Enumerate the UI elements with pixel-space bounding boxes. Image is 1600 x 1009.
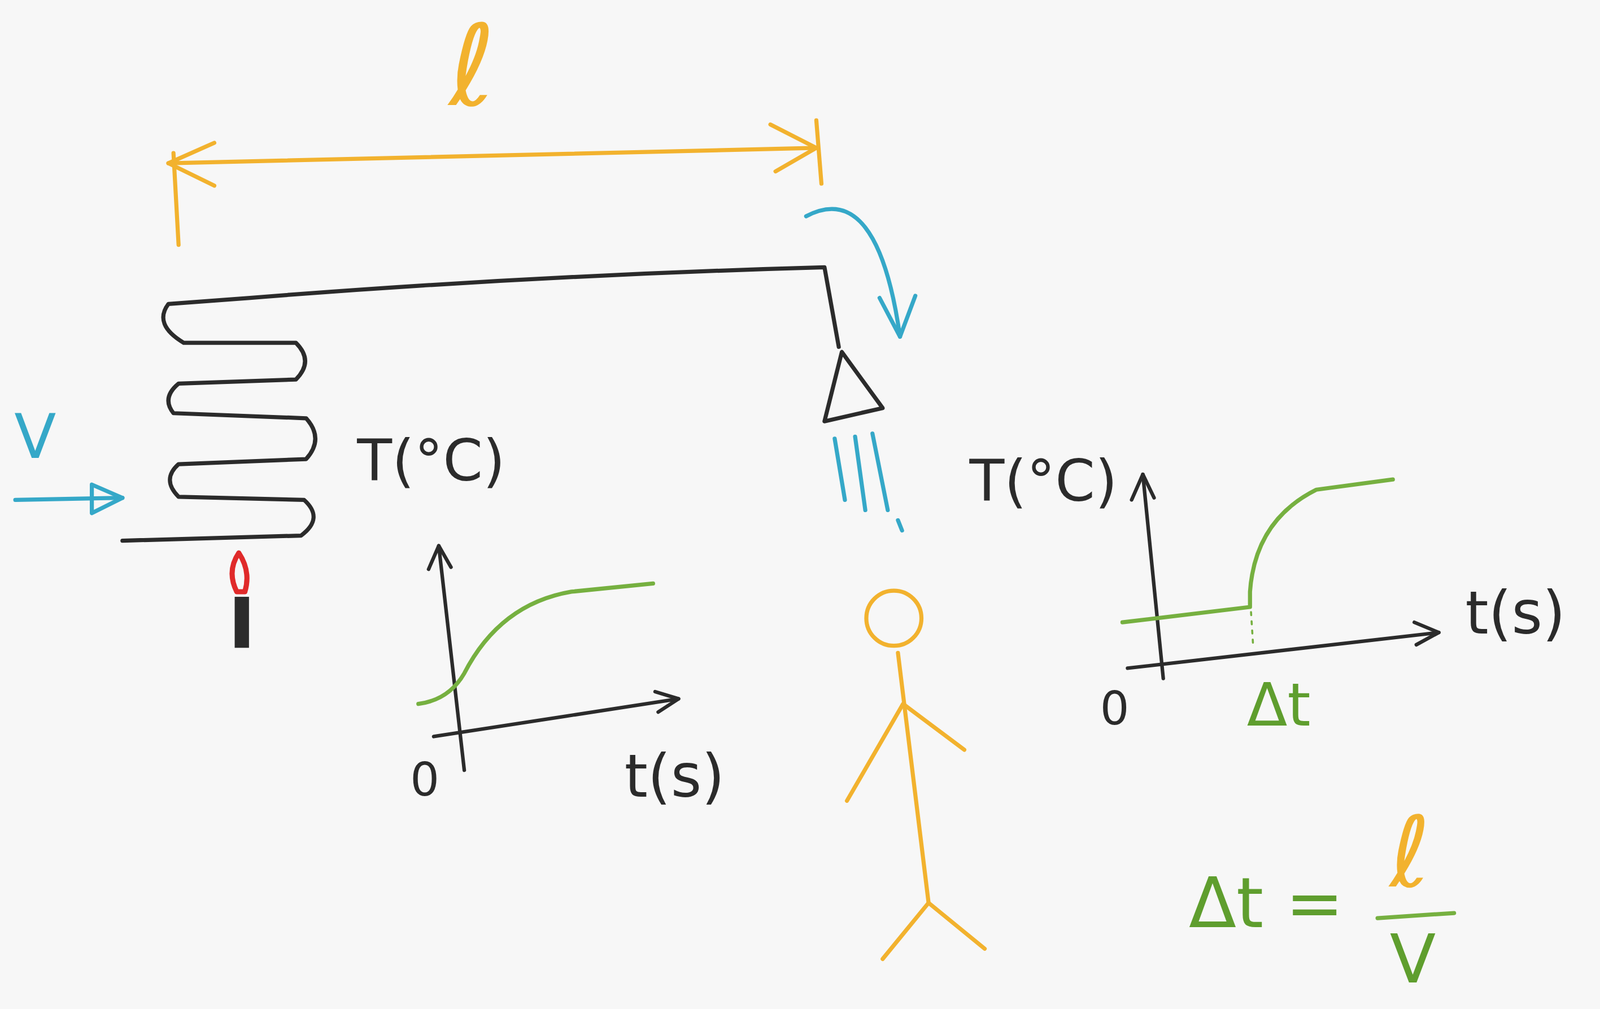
temperature-curve [418,583,654,704]
axis-label: T(°C) [969,452,1118,510]
formula-denominator: V [1389,926,1437,994]
delay-marker [1250,612,1254,645]
nozzle [824,351,883,422]
axis-origin: 0 [1100,685,1130,732]
length-label: ℓ [448,10,496,123]
axis-origin: 0 [410,757,440,804]
axis-label: t(s) [1465,583,1566,643]
graph-axes [428,546,679,771]
burner [234,596,250,648]
flow-arrow [15,484,123,514]
axis-label: t(s) [624,747,725,807]
flow-arrow [805,208,915,337]
water-stream [834,433,902,531]
person-figure [847,590,985,959]
pipe [122,267,839,541]
formula-text: Δt = [1188,869,1344,939]
temperature-curve [1122,479,1393,623]
dimension-line [168,120,822,245]
axis-label: T(°C) [356,432,505,490]
delay-label: Δt [1247,675,1311,735]
graph-axes [1127,474,1439,679]
flame [232,552,247,592]
fraction-bar [1377,913,1455,919]
velocity-label: V [14,406,56,468]
formula-numerator: ℓ [1389,804,1431,902]
